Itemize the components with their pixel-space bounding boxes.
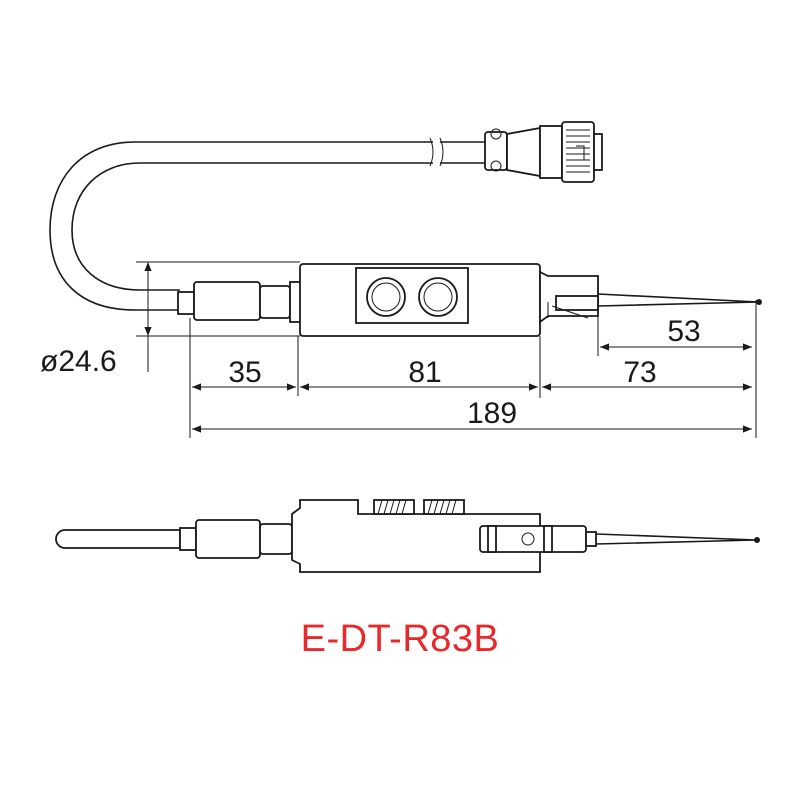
probe-holder [539, 270, 599, 324]
side-probe-needle [595, 533, 757, 545]
side-sleeve-collar [179, 527, 197, 551]
extension-lines [189, 300, 757, 438]
dimension-189: 189 [192, 397, 752, 433]
cable-inner [71, 162, 433, 291]
side-sleeve [195, 519, 261, 559]
model-title: E-DT-R83B [300, 618, 500, 660]
side-probe-holder [479, 525, 597, 553]
dimension-73: 73 [542, 356, 752, 391]
dim-81-label: 81 [408, 356, 441, 389]
cable-sleeve [177, 281, 303, 323]
probe-needle [597, 293, 759, 307]
dimension-81: 81 [300, 356, 538, 391]
sensor-body [299, 263, 541, 337]
cable-outer [49, 141, 433, 311]
dimension-35: 35 [192, 356, 296, 391]
cable-break-mark [429, 137, 434, 167]
adjustment-knobs [373, 499, 465, 515]
diameter-label: ø24.6 [40, 345, 117, 378]
dimension-53: 53 [600, 315, 752, 351]
diameter-dimension: ø24.6 [40, 261, 300, 378]
side-sleeve-end [259, 523, 293, 555]
side-body [291, 499, 541, 573]
cable-end [440, 141, 485, 164]
dim-35-label: 35 [228, 356, 261, 389]
top-view: ø24.6 53 35 81 73 [40, 121, 762, 438]
side-cable-stub [55, 529, 181, 549]
dim-189-label: 189 [467, 397, 517, 430]
dim-73-label: 73 [623, 356, 656, 389]
side-probe-tip [754, 537, 760, 543]
connector [484, 121, 603, 183]
dim-53-label: 53 [667, 315, 700, 348]
side-view [55, 499, 760, 573]
probe-tip [756, 299, 762, 305]
